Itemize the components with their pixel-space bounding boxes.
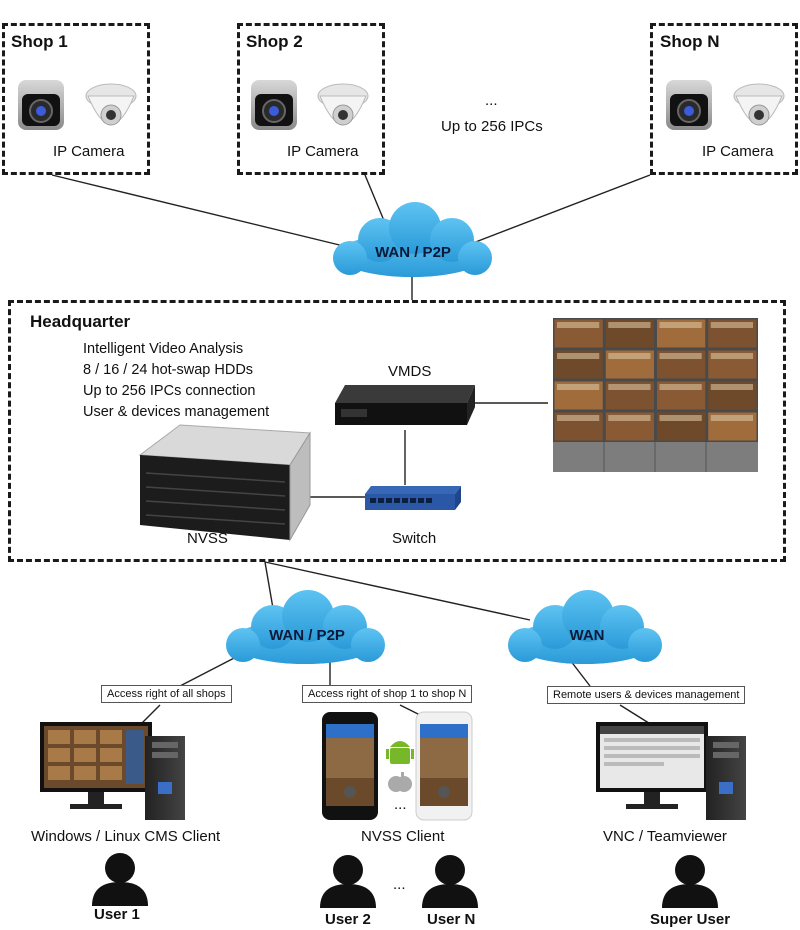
phone-ellipsis: ... xyxy=(394,796,407,813)
cloud-bottom-left xyxy=(226,590,385,664)
headquarter-box xyxy=(8,300,786,562)
video-wall-tile-highlight xyxy=(557,353,600,359)
users-ellipsis: ... xyxy=(393,876,406,893)
user-1-icon xyxy=(92,853,148,906)
user-2-icon xyxy=(320,855,376,908)
user-icons xyxy=(92,853,718,908)
nvss-storage-icon xyxy=(138,424,311,542)
video-wall-tile-highlight xyxy=(659,384,702,390)
cloud-top xyxy=(333,202,492,277)
super-user-icon xyxy=(662,855,718,908)
cms-client-label: Windows / Linux CMS Client xyxy=(31,828,221,845)
access-all-shops-label: Access right of all shops xyxy=(101,685,232,703)
shop-1-camera-label: IP Camera xyxy=(53,143,125,160)
shop-n-title: Shop N xyxy=(660,32,720,51)
feature-item: Up to 256 IPCs connection xyxy=(83,383,256,399)
feature-item: User & devices management xyxy=(83,404,270,420)
remote-management-computer-icon xyxy=(596,722,746,820)
cloud-bottom-right xyxy=(508,590,662,664)
nvss-label: NVSS xyxy=(187,530,228,547)
video-wall-tile-highlight xyxy=(710,415,753,421)
video-wall-tile-highlight xyxy=(710,384,753,390)
cloud-bottom-right-label: WAN xyxy=(569,627,605,644)
user-n-icon xyxy=(422,855,478,908)
vmds-label: VMDS xyxy=(388,363,432,380)
shop-2-box xyxy=(237,23,385,175)
video-wall-tile-highlight xyxy=(710,353,753,359)
top-links xyxy=(51,174,651,300)
shop-n-camera-label: IP Camera xyxy=(702,143,774,160)
video-wall-tile-highlight xyxy=(710,322,753,328)
shop-1-box xyxy=(2,23,150,175)
shop-2-title: Shop 2 xyxy=(246,32,303,51)
user-n-label: User N xyxy=(427,911,476,928)
ipc-count-label: Up to 256 IPCs xyxy=(441,118,543,135)
user-1-label: User 1 xyxy=(94,906,140,923)
access-shop-range-label: Access right of shop 1 to shop N xyxy=(302,685,473,703)
shop-1-title: Shop 1 xyxy=(11,32,68,51)
camera-icons xyxy=(18,80,785,130)
video-wall-tile-highlight xyxy=(608,384,651,390)
headquarter-title: Headquarter xyxy=(30,312,131,331)
cloud-bottom-left-label: WAN / P2P xyxy=(269,627,345,644)
super-user-label: Super User xyxy=(650,911,731,928)
video-wall-tile-highlight xyxy=(557,384,600,390)
smartphone-ios-icon xyxy=(322,712,378,820)
user-2-label: User 2 xyxy=(325,911,371,928)
video-wall-tile-highlight xyxy=(608,415,651,421)
remote-management-label: Remote users & devices management xyxy=(547,686,746,704)
vnc-teamviewer-label: VNC / Teamviewer xyxy=(603,828,727,845)
smartphone-android-icon xyxy=(415,711,473,821)
cloud-top-label: WAN / P2P xyxy=(375,244,451,261)
feature-item: Intelligent Video Analysis xyxy=(83,341,244,357)
shop-2-camera-label: IP Camera xyxy=(287,143,359,160)
switch-icon xyxy=(365,486,461,510)
cms-client-computer-icon xyxy=(40,722,185,820)
vmds-server-icon xyxy=(335,385,475,425)
apple-icon xyxy=(388,772,412,792)
feature-item: 8 / 16 / 24 hot-swap HDDs xyxy=(83,362,254,378)
nvss-client-label: NVSS Client xyxy=(361,828,445,845)
switch-label: Switch xyxy=(392,530,437,547)
shop-n-box xyxy=(650,23,798,175)
video-wall-icon xyxy=(553,318,758,472)
android-icon xyxy=(386,741,414,764)
video-wall-tile-highlight xyxy=(608,353,651,359)
video-wall-tile-highlight xyxy=(557,322,600,328)
video-wall-tile-highlight xyxy=(659,353,702,359)
shop-gap-ellipsis: ... xyxy=(485,92,498,109)
video-wall-tile-highlight xyxy=(557,415,600,421)
video-wall-tile-highlight xyxy=(608,322,651,328)
video-wall-tile-highlight xyxy=(659,322,702,328)
video-wall-tile-highlight xyxy=(659,415,702,421)
